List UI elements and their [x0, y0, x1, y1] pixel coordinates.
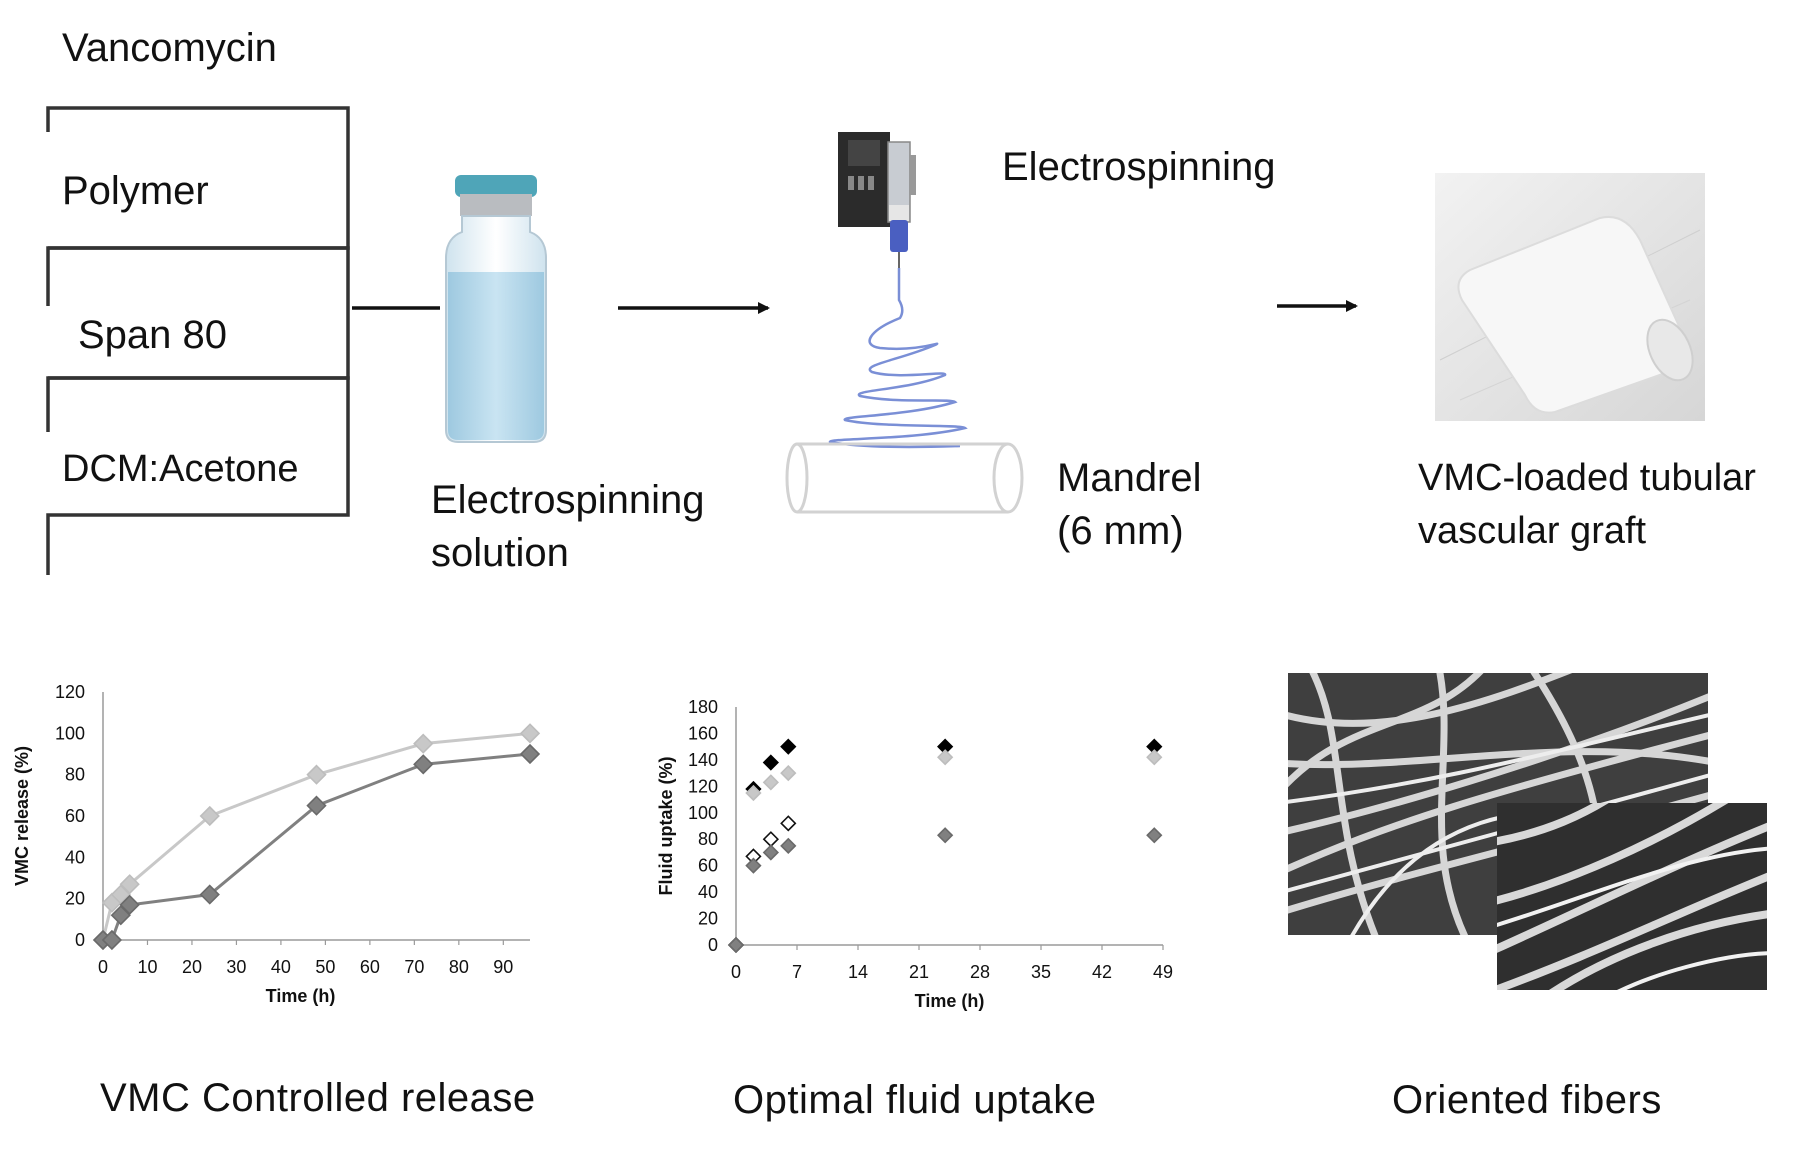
- caption-fibers: Oriented fibers: [1392, 1078, 1662, 1122]
- x-tick-label: 80: [449, 957, 469, 977]
- data-point-open: [762, 831, 779, 848]
- x-tick-label: 0: [98, 957, 108, 977]
- data-point-light: [110, 884, 131, 905]
- y-tick-label: 60: [698, 856, 718, 876]
- data-point-light: [199, 805, 220, 827]
- x-tick-label: 10: [137, 957, 157, 977]
- data-point-dark: [119, 894, 140, 915]
- data-point-open: [780, 815, 797, 832]
- x-tick-label: 7: [792, 962, 802, 982]
- x-tick-label: 35: [1031, 962, 1051, 982]
- data-point-light: [519, 723, 541, 744]
- y-tick-label: 40: [698, 882, 718, 902]
- polymer-label: Polymer: [62, 169, 209, 213]
- sem-image-front: [1497, 803, 1767, 990]
- y-tick-label: 120: [688, 776, 718, 796]
- x-tick-label: 14: [848, 962, 868, 982]
- data-point-light: [762, 774, 779, 791]
- caption-uptake: Optimal fluid uptake: [733, 1078, 1097, 1122]
- y-tick-label: 0: [75, 930, 85, 950]
- x-tick-label: 42: [1092, 962, 1112, 982]
- data-point-dark: [413, 754, 434, 775]
- data-point-dark: [762, 844, 779, 861]
- y-tick-label: 40: [65, 847, 85, 867]
- x-tick-label: 60: [360, 957, 380, 977]
- data-point-dark: [937, 827, 954, 844]
- data-point-light: [745, 784, 762, 802]
- electrospinning-label: Electrospinning: [1002, 145, 1276, 189]
- y-tick-label: 60: [65, 806, 85, 826]
- data-point-black: [780, 738, 797, 755]
- data-point-light: [119, 874, 140, 895]
- x-tick-label: 50: [315, 957, 335, 977]
- x-tick-label: 0: [731, 962, 741, 982]
- x-tick-label: 21: [909, 962, 929, 982]
- data-point-dark: [199, 884, 220, 905]
- x-axis-label: Time (h): [266, 986, 336, 1006]
- ingredient-brackets: [46, 106, 350, 575]
- mandrel-icon: [785, 442, 1024, 514]
- uptake-chart: 0 7 14 21 28 35 42 49 0 20 40 60 80 100 120 140 160 180Ti…: [656, 697, 1173, 1011]
- x-tick-label: 40: [271, 957, 291, 977]
- x-tick-label: 28: [970, 962, 990, 982]
- data-point-light: [1146, 749, 1163, 766]
- vial-icon: [445, 175, 547, 443]
- mandrel-label-line1: Mandrel: [1057, 456, 1202, 500]
- y-tick-label: 120: [55, 682, 85, 702]
- x-tick-label: 30: [226, 957, 246, 977]
- data-point-light: [413, 733, 434, 754]
- x-tick-label: 20: [182, 957, 202, 977]
- y-tick-label: 20: [698, 909, 718, 929]
- data-point-light: [780, 764, 797, 782]
- data-point-dark: [101, 929, 123, 951]
- y-tick-label: 0: [708, 935, 718, 955]
- fiber-jet: [828, 268, 968, 449]
- x-tick-label: 90: [493, 957, 513, 977]
- mandrel-label-line2: (6 mm): [1057, 509, 1184, 553]
- caption-release: VMC Controlled release: [100, 1076, 536, 1120]
- solvent-label: DCM:Acetone: [62, 448, 299, 490]
- y-axis-label: VMC release (%): [12, 746, 32, 886]
- vancomycin-label: Vancomycin: [62, 26, 277, 70]
- span80-label: Span 80: [78, 313, 228, 357]
- x-tick-label: 49: [1153, 962, 1173, 982]
- y-tick-label: 80: [698, 829, 718, 849]
- solution-label-line1: Electrospinning: [431, 478, 705, 522]
- y-tick-label: 160: [688, 723, 718, 743]
- data-point-dark: [306, 795, 327, 816]
- data-point-dark: [780, 837, 797, 854]
- syringe-pump-icon: [838, 132, 916, 268]
- y-tick-label: 80: [65, 765, 85, 785]
- data-point-dark: [110, 905, 131, 926]
- y-tick-label: 100: [688, 803, 718, 823]
- y-tick-label: 20: [65, 889, 85, 909]
- data-point-light: [937, 749, 954, 766]
- data-point-dark: [727, 936, 745, 954]
- graft-label-line1: VMC-loaded tubular: [1418, 457, 1756, 499]
- data-point-dark: [745, 857, 762, 874]
- graft-photo: [1435, 173, 1705, 421]
- y-tick-label: 100: [55, 723, 85, 743]
- graft-label-line2: vascular graft: [1418, 510, 1647, 552]
- data-point-light: [306, 764, 327, 785]
- data-point-black: [762, 754, 779, 771]
- x-axis-label: Time (h): [915, 991, 985, 1011]
- x-tick-label: 70: [404, 957, 424, 977]
- solution-label-line2: solution: [431, 531, 569, 575]
- data-point-dark: [1146, 827, 1163, 844]
- series-line-0: [101, 731, 531, 941]
- data-point-dark: [519, 743, 541, 765]
- y-axis-label: Fluid uptake (%): [656, 756, 676, 895]
- y-tick-label: 140: [688, 750, 718, 770]
- y-tick-label: 180: [688, 697, 718, 717]
